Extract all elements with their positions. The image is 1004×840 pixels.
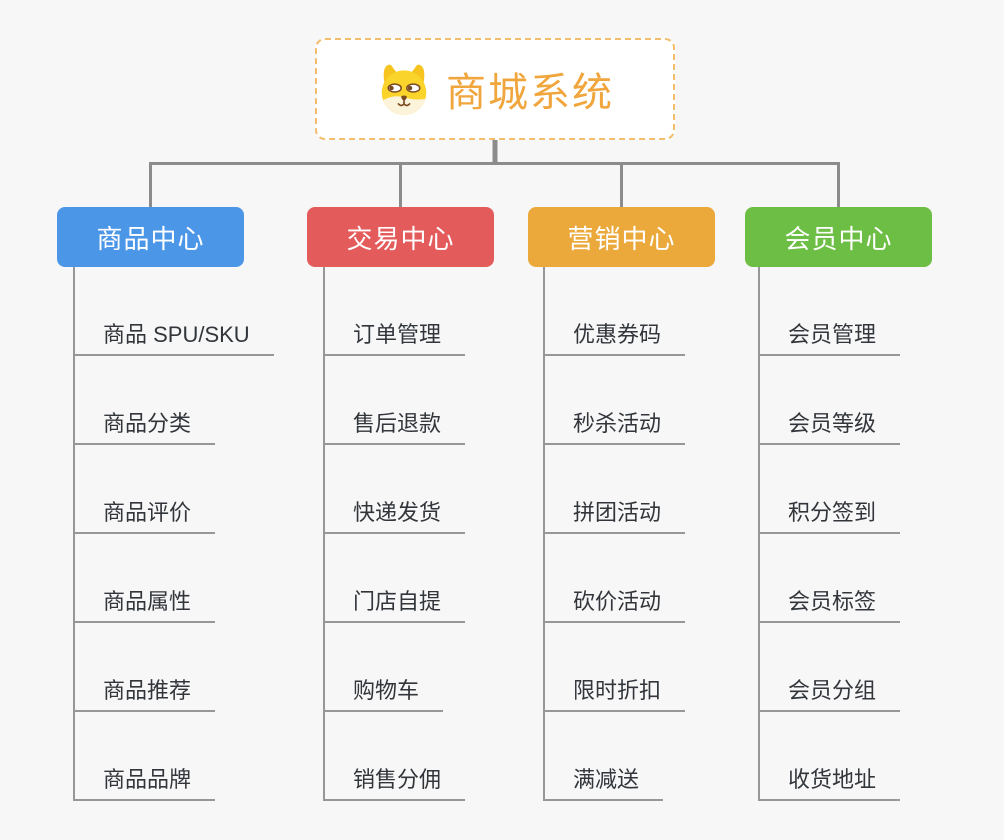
leaf-node: 商品评价 bbox=[73, 445, 274, 534]
leaf-node: 商品推荐 bbox=[73, 623, 274, 712]
leaf-node: 售后退款 bbox=[323, 356, 466, 445]
leaf-node-label[interactable]: 快递发货 bbox=[323, 495, 466, 534]
leaf-node: 会员标签 bbox=[758, 534, 901, 623]
branch-node-product-center[interactable]: 商品中心 bbox=[57, 207, 244, 267]
leaf-node-label[interactable]: 商品 SPU/SKU bbox=[73, 317, 274, 356]
leaf-list-product-center: 商品 SPU/SKU 商品分类 商品评价 商品属性 商品推荐 商品品牌 bbox=[73, 267, 274, 801]
branch-node-marketing-center[interactable]: 营销中心 bbox=[528, 207, 715, 267]
leaf-node-label[interactable]: 秒杀活动 bbox=[543, 406, 686, 445]
leaf-node-label[interactable]: 满减送 bbox=[543, 762, 664, 801]
leaf-node-label[interactable]: 商品分类 bbox=[73, 406, 216, 445]
root-node-mall-system[interactable]: 商城系统 bbox=[315, 38, 675, 140]
leaf-node-label[interactable]: 会员管理 bbox=[758, 317, 901, 356]
leaf-node: 限时折扣 bbox=[543, 623, 686, 712]
leaf-node-label[interactable]: 积分签到 bbox=[758, 495, 901, 534]
leaf-node: 秒杀活动 bbox=[543, 356, 686, 445]
leaf-node: 销售分佣 bbox=[323, 712, 466, 801]
leaf-node: 拼团活动 bbox=[543, 445, 686, 534]
leaf-node-label[interactable]: 优惠券码 bbox=[543, 317, 686, 356]
leaf-node-label[interactable]: 会员等级 bbox=[758, 406, 901, 445]
branch-node-trade-center[interactable]: 交易中心 bbox=[307, 207, 494, 267]
leaf-node-label[interactable]: 门店自提 bbox=[323, 584, 466, 623]
leaf-node: 商品品牌 bbox=[73, 712, 274, 801]
leaf-node: 订单管理 bbox=[323, 267, 466, 356]
leaf-node-label[interactable]: 购物车 bbox=[323, 673, 444, 712]
leaf-node: 会员分组 bbox=[758, 623, 901, 712]
leaf-node: 满减送 bbox=[543, 712, 685, 801]
leaf-list-marketing-center: 优惠券码 秒杀活动 拼团活动 砍价活动 限时折扣 满减送 bbox=[543, 267, 686, 801]
leaf-node: 商品 SPU/SKU bbox=[73, 267, 274, 356]
leaf-node-label[interactable]: 限时折扣 bbox=[543, 673, 686, 712]
leaf-node-label[interactable]: 商品推荐 bbox=[73, 673, 216, 712]
leaf-node: 收货地址 bbox=[758, 712, 901, 801]
leaf-node: 会员等级 bbox=[758, 356, 901, 445]
leaf-node: 商品分类 bbox=[73, 356, 274, 445]
leaf-node: 积分签到 bbox=[758, 445, 901, 534]
branch-node-member-center[interactable]: 会员中心 bbox=[745, 207, 932, 267]
leaf-node: 商品属性 bbox=[73, 534, 274, 623]
root-node-title: 商城系统 bbox=[446, 71, 614, 115]
leaf-node-label[interactable]: 订单管理 bbox=[323, 317, 466, 356]
leaf-node-label[interactable]: 商品评价 bbox=[73, 495, 216, 534]
dog-face-icon bbox=[381, 64, 427, 115]
leaf-node: 会员管理 bbox=[758, 267, 901, 356]
leaf-node-label[interactable]: 商品属性 bbox=[73, 584, 216, 623]
branch-node-label: 商品中心 bbox=[96, 223, 205, 254]
leaf-list-trade-center: 订单管理 售后退款 快递发货 门店自提 购物车 销售分佣 bbox=[323, 267, 466, 801]
branch-node-label: 营销中心 bbox=[567, 223, 676, 254]
leaf-node-label[interactable]: 会员标签 bbox=[758, 584, 901, 623]
leaf-node: 快递发货 bbox=[323, 445, 466, 534]
leaf-node-label[interactable]: 收货地址 bbox=[758, 762, 901, 801]
leaf-node-label[interactable]: 销售分佣 bbox=[323, 762, 466, 801]
leaf-node: 优惠券码 bbox=[543, 267, 686, 356]
leaf-node: 门店自提 bbox=[323, 534, 466, 623]
leaf-node-label[interactable]: 砍价活动 bbox=[543, 584, 686, 623]
leaf-node-label[interactable]: 售后退款 bbox=[323, 406, 466, 445]
branch-node-label: 交易中心 bbox=[346, 223, 455, 254]
branch-node-label: 会员中心 bbox=[784, 223, 893, 254]
leaf-node-label[interactable]: 拼团活动 bbox=[543, 495, 686, 534]
leaf-node: 砍价活动 bbox=[543, 534, 686, 623]
leaf-list-member-center: 会员管理 会员等级 积分签到 会员标签 会员分组 收货地址 bbox=[758, 267, 901, 801]
leaf-node: 购物车 bbox=[323, 623, 465, 712]
leaf-node-label[interactable]: 会员分组 bbox=[758, 673, 901, 712]
leaf-node-label[interactable]: 商品品牌 bbox=[73, 762, 216, 801]
